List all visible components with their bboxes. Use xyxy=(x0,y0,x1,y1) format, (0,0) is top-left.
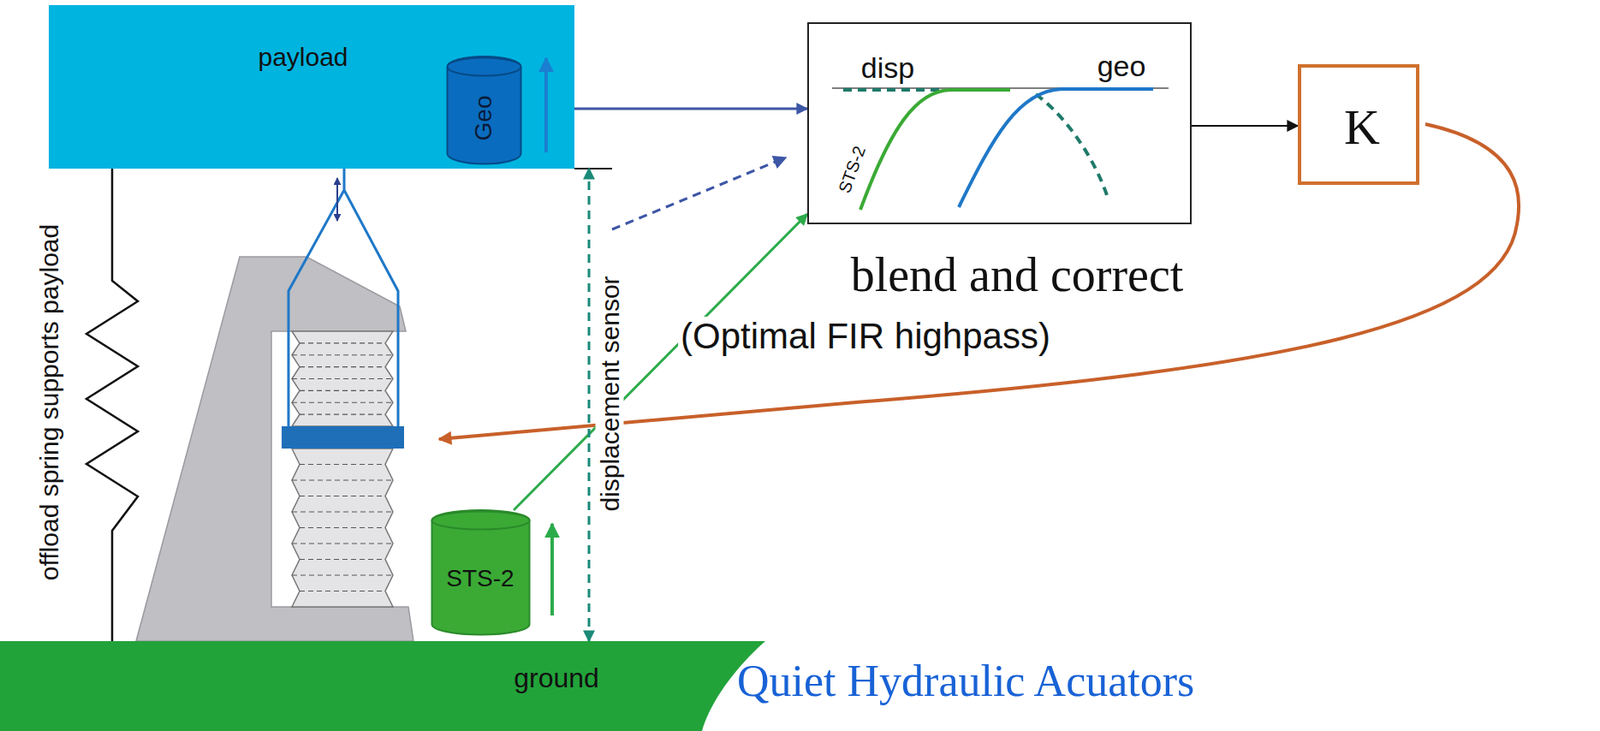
cylinder-top xyxy=(447,58,522,77)
seismometer-label: STS-2 xyxy=(446,565,514,593)
payload-label: payload xyxy=(257,42,348,72)
filter-curve-label: geo xyxy=(1097,50,1147,83)
bullet-text: Quiet Hydraulic Acuators xyxy=(737,656,1195,706)
bellows-fold xyxy=(291,402,393,404)
bellows-fold xyxy=(291,479,393,481)
payload-motion-arrow xyxy=(544,58,548,153)
block-caption: blend and correct xyxy=(850,249,1184,303)
blend-output-arrow xyxy=(1191,124,1298,127)
controller-label: K xyxy=(1344,100,1380,155)
disp-highpass-curve xyxy=(1035,94,1107,196)
bellows-fold xyxy=(299,342,386,344)
spring-note: offload spring supports payload xyxy=(35,224,64,581)
bellows-fold xyxy=(299,414,386,416)
sensor-label: displacement sensor xyxy=(595,273,625,514)
geo-filter-curve xyxy=(958,89,1154,208)
filter-curve-label: disp xyxy=(861,52,915,84)
block-subcaption: (Optimal FIR highpass) xyxy=(678,316,1053,357)
payload-edge-line xyxy=(574,167,613,170)
actuator-frame xyxy=(136,256,414,642)
bellows-fold xyxy=(299,495,386,497)
filter-curve-label: STS-2 xyxy=(833,142,869,198)
actuator-plate xyxy=(281,426,405,449)
bellows-fold xyxy=(291,574,393,576)
ground-band-outline xyxy=(0,641,766,731)
sensor-signal-arrow xyxy=(612,157,786,230)
hanger xyxy=(288,168,399,427)
bellows xyxy=(291,331,393,607)
cylinder-body xyxy=(432,510,530,635)
seismometer-cylinder: STS-2 xyxy=(430,510,531,637)
offload-spring xyxy=(86,168,138,642)
payload-box: payloadGeo xyxy=(48,5,575,169)
cylinder-body xyxy=(447,56,522,165)
disp-filter-curve xyxy=(843,88,942,92)
bellows-fold xyxy=(291,354,393,356)
bellows-fold xyxy=(299,527,386,529)
bellows-section xyxy=(291,331,393,427)
payload-signal-arrow xyxy=(574,107,808,111)
ground-fill xyxy=(0,641,766,731)
controller-box: K xyxy=(1297,64,1420,185)
bellows-fold xyxy=(299,559,386,560)
bellows-section xyxy=(291,448,393,607)
ground-motion-arrow xyxy=(550,523,554,616)
ground-label: ground xyxy=(513,663,600,694)
bellows-fold xyxy=(299,366,386,368)
bellows-fold xyxy=(299,590,386,592)
bellows-fold xyxy=(291,378,393,380)
bellows-fold xyxy=(291,542,393,544)
geophone-cylinder: Geo xyxy=(446,56,523,166)
bellows-fold xyxy=(291,511,393,512)
displacement-sensor-line xyxy=(588,168,591,642)
bellows-fold xyxy=(299,463,386,465)
actuator-motion-arrow xyxy=(336,178,339,221)
cylinder-top xyxy=(432,511,530,530)
bellows-fold xyxy=(299,390,386,392)
payload-fill xyxy=(48,5,575,169)
ground-band: ground xyxy=(0,641,766,731)
blend-filter-box: disp geoSTS-2 xyxy=(807,22,1192,225)
seismometer-signal-arrow xyxy=(513,214,808,511)
geophone-label: Geo xyxy=(470,95,498,142)
